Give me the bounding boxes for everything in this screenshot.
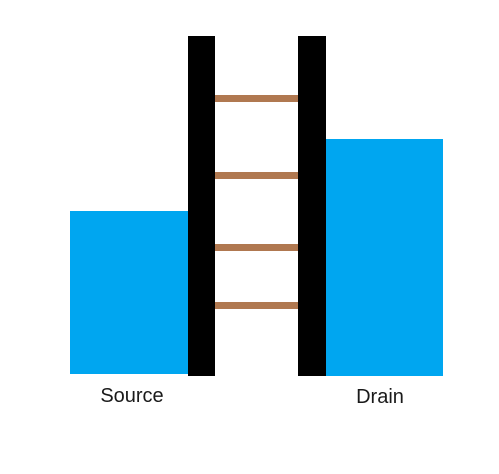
source-water-block: [70, 211, 188, 374]
drain-label: Drain: [356, 386, 404, 408]
ladder-rung-2: [215, 172, 298, 179]
drain-water-block: [326, 139, 443, 376]
left-ladder-rail: [188, 36, 215, 376]
ladder-rung-4: [215, 302, 298, 309]
ladder-rung-1: [215, 95, 298, 102]
ladder-rung-3: [215, 244, 298, 251]
right-ladder-rail: [298, 36, 326, 376]
source-label: Source: [100, 385, 164, 407]
